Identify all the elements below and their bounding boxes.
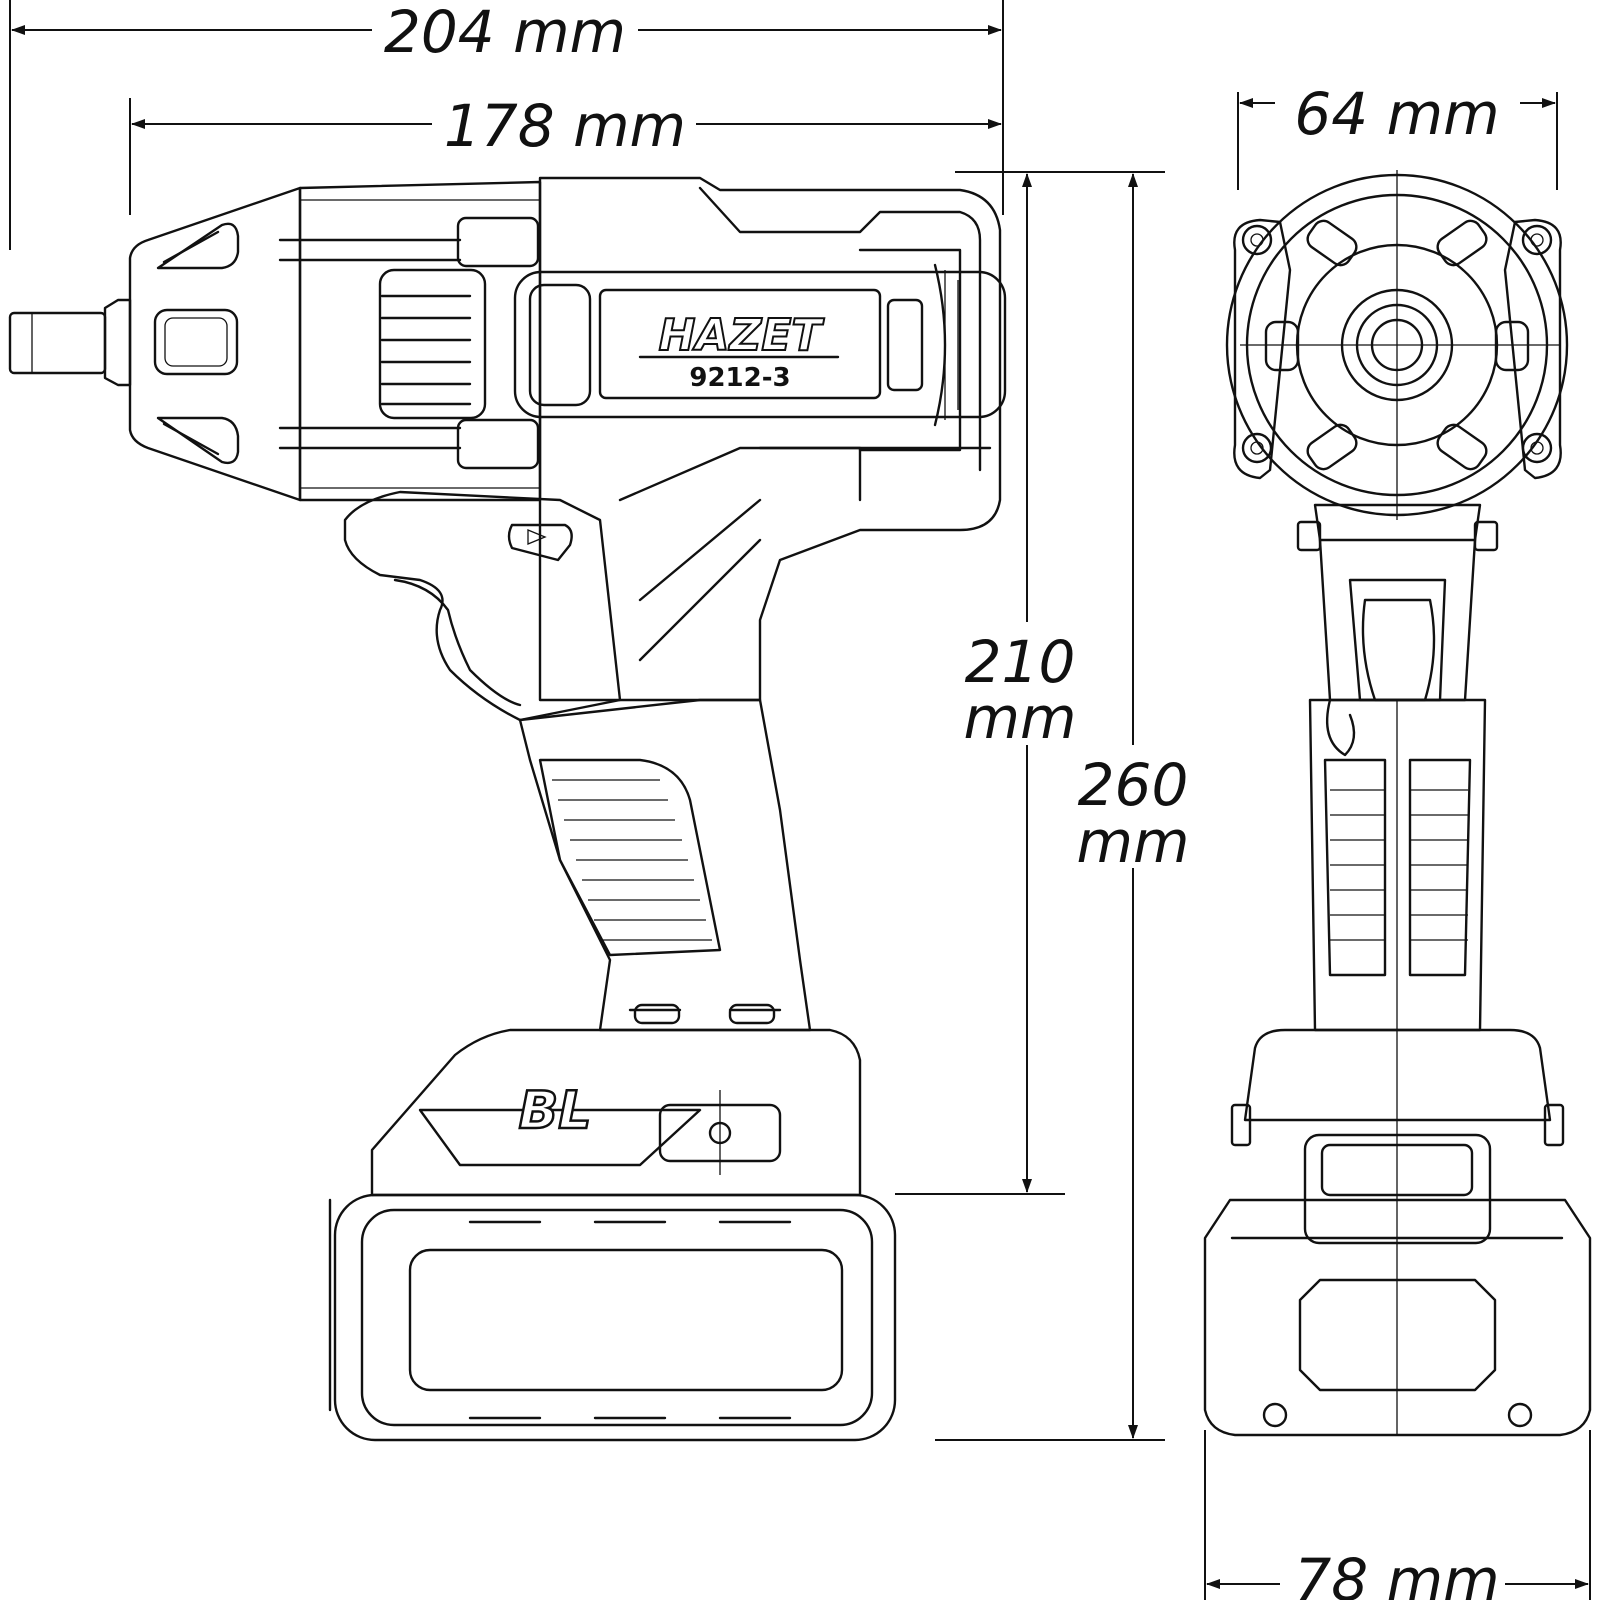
- height-without-battery-value: 210: [965, 628, 1076, 696]
- dimension-height-without-battery: 210 mm: [895, 171, 1080, 1195]
- head-width-label: 64 mm: [1294, 80, 1499, 148]
- overall-height-unit: mm: [1077, 808, 1190, 876]
- battery-pack: BL: [328, 1028, 897, 1442]
- handle: [518, 698, 812, 1032]
- brand-badge: HAZET 9212-3: [638, 309, 840, 393]
- model-number: 9212-3: [689, 363, 790, 393]
- front-battery: [1203, 1028, 1592, 1437]
- front-head: [1225, 170, 1569, 520]
- dimension-overall-length: 204 mm: [9, 0, 1004, 250]
- square-drive-anvil: [8, 298, 132, 387]
- body-length-label: 178 mm: [444, 92, 686, 160]
- dimension-overall-height: 260 mm: [935, 171, 1190, 1441]
- dimension-battery-width: 78 mm: [1204, 1430, 1591, 1600]
- dimension-head-width: 64 mm: [1237, 80, 1558, 190]
- overall-height-value: 260: [1078, 751, 1189, 819]
- dimension-body-length: 178 mm: [129, 92, 1002, 215]
- vent-fins: [378, 268, 487, 420]
- brand-logo: HAZET: [659, 310, 825, 361]
- nose-cone: [128, 186, 302, 502]
- height-without-battery-unit: mm: [964, 684, 1077, 752]
- side-view: HAZET 9212-3 BL: [8, 176, 1007, 1442]
- battery-bl-mark: BL: [519, 1081, 592, 1141]
- battery-width-label: 78 mm: [1294, 1546, 1499, 1600]
- motor-housing: [513, 176, 1007, 702]
- overall-length-label: 204 mm: [384, 0, 626, 66]
- trigger: [343, 490, 622, 722]
- front-view: [1203, 170, 1592, 1437]
